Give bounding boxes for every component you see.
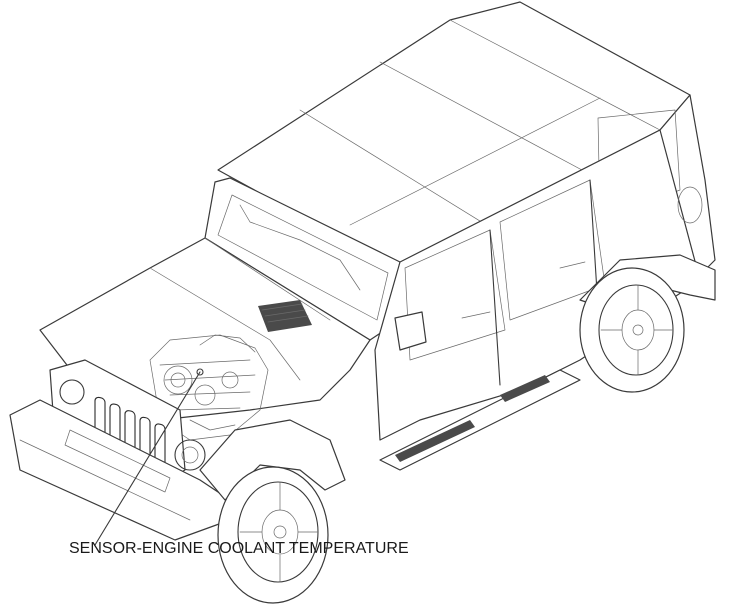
spare-tire <box>677 186 703 224</box>
callout-leader-line <box>94 371 201 546</box>
hood-vent <box>258 300 312 332</box>
coolant-temp-sensor <box>196 368 204 376</box>
front-tire <box>217 466 329 604</box>
right-headlight <box>174 439 206 471</box>
left-headlight <box>59 379 85 405</box>
engine-cutaway <box>149 334 269 441</box>
rear-tire <box>579 267 685 393</box>
side-mirror <box>394 311 427 351</box>
sensor-callout-label: SENSOR-ENGINE COOLANT TEMPERATURE <box>69 540 409 557</box>
